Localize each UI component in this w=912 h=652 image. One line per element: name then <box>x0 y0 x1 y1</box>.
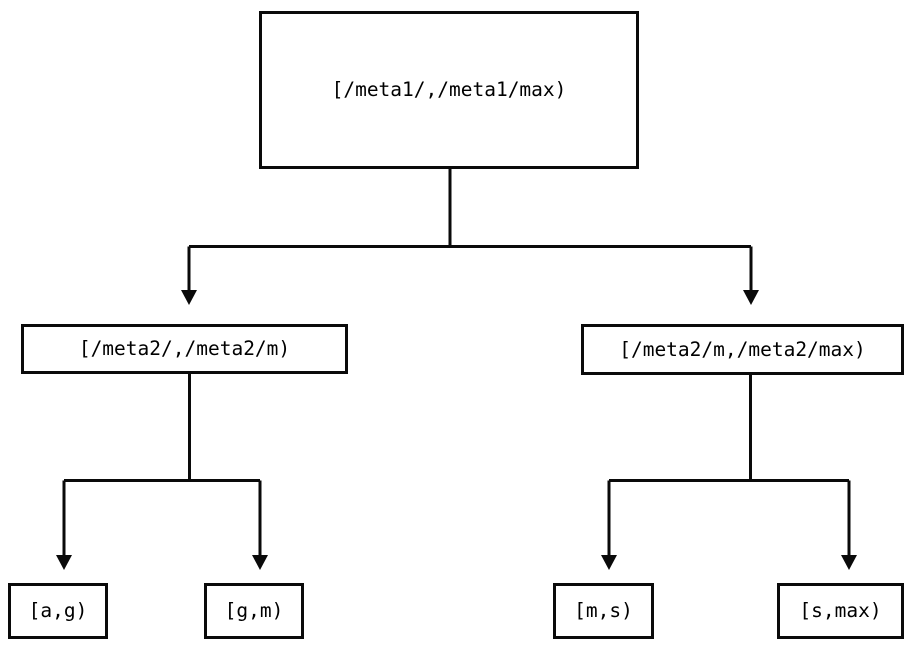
tree-node-root-label: [/meta1/,/meta1/max) <box>331 78 567 102</box>
tree-node-leaf-gm-label: [g,m) <box>224 599 284 623</box>
tree-node-leaf-ms[interactable]: [m,s) <box>553 583 654 639</box>
arrowhead-to-leaf-gm <box>252 555 268 570</box>
arrowhead-to-leaf-ag <box>56 555 72 570</box>
tree-node-mid-right[interactable]: [/meta2/m,/meta2/max) <box>581 324 904 375</box>
tree-node-mid-left[interactable]: [/meta2/,/meta2/m) <box>21 324 348 374</box>
arrowhead-to-leaf-smax <box>841 555 857 570</box>
tree-node-leaf-smax[interactable]: [s,max) <box>777 583 904 639</box>
arrowhead-to-mid-left <box>181 290 197 305</box>
arrowhead-to-leaf-ms <box>601 555 617 570</box>
tree-node-leaf-ag[interactable]: [a,g) <box>8 583 108 639</box>
tree-node-leaf-ms-label: [m,s) <box>574 599 633 623</box>
arrowhead-to-mid-right <box>743 290 759 305</box>
tree-node-leaf-ag-label: [a,g) <box>28 599 88 623</box>
tree-node-leaf-smax-label: [s,max) <box>799 599 882 623</box>
tree-node-mid-left-label: [/meta2/,/meta2/m) <box>78 337 291 361</box>
tree-node-mid-right-label: [/meta2/m,/meta2/max) <box>619 337 866 361</box>
tree-node-root[interactable]: [/meta1/,/meta1/max) <box>259 11 639 169</box>
tree-node-leaf-gm[interactable]: [g,m) <box>204 583 304 639</box>
